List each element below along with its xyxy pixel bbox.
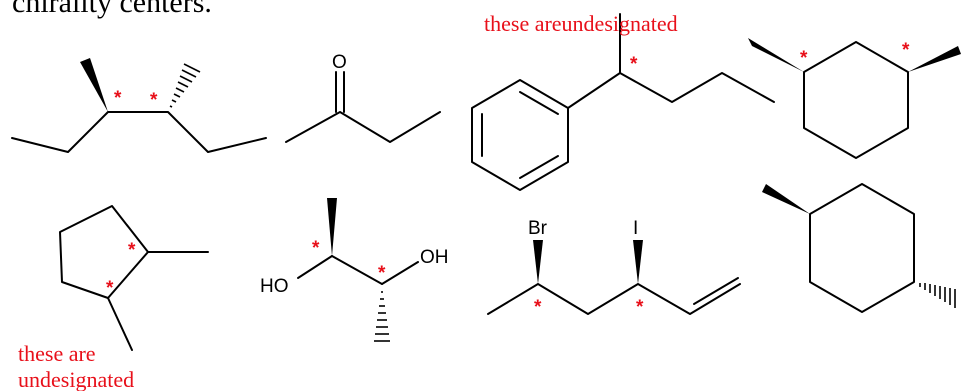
chirality-marker: * <box>128 240 136 261</box>
undesignated-note-line1: these are <box>18 341 96 366</box>
undesignated-note-line2: undesignated <box>18 367 134 391</box>
chirality-marker: * <box>378 263 386 284</box>
bromine-label: Br <box>528 218 548 239</box>
chirality-marker: * <box>630 54 638 75</box>
chirality-marker: * <box>114 88 122 109</box>
molecule-dimethylcyclohexane-1-4 <box>762 183 956 313</box>
wedge-bond <box>748 38 804 72</box>
iodine-label: I <box>633 218 638 239</box>
molecule-butanone: O <box>285 52 441 143</box>
chirality-marker: * <box>636 297 644 318</box>
wedge-bond <box>762 184 810 214</box>
wedge-bond <box>533 240 543 284</box>
chirality-marker: * <box>902 40 910 61</box>
molecule-bromo-iodo-hexene: Br I * * <box>487 218 741 318</box>
undesignated-note: these areundesignated <box>484 11 678 36</box>
oxygen-label: O <box>332 52 347 73</box>
chirality-marker: * <box>150 90 158 111</box>
wedge-bond <box>80 58 108 112</box>
wedge-bond <box>327 198 337 256</box>
hashed-bond <box>919 283 956 308</box>
header-fragment: chirality centers. <box>12 0 212 19</box>
hashed-bond <box>374 291 390 342</box>
wedge-bond <box>633 240 643 284</box>
chirality-marker: * <box>106 278 114 299</box>
chirality-marker: * <box>534 297 542 318</box>
molecule-dimethylcyclohexane-1-3: * * <box>748 38 961 159</box>
molecule-dimethylhexane: * * <box>11 58 267 153</box>
wedge-bond <box>908 46 961 72</box>
molecule-phenylpentane: * these areundesignated <box>471 11 775 191</box>
molecule-butanediol: HO OH * * <box>260 198 449 342</box>
chirality-marker: * <box>312 238 320 259</box>
hydroxyl-label-right: OH <box>420 247 449 268</box>
molecule-dimethylcyclopentane: * * these are undesignated <box>18 205 209 391</box>
hydroxyl-label-left: HO <box>260 276 289 297</box>
hashed-bond <box>169 63 201 108</box>
chirality-marker: * <box>800 48 808 69</box>
